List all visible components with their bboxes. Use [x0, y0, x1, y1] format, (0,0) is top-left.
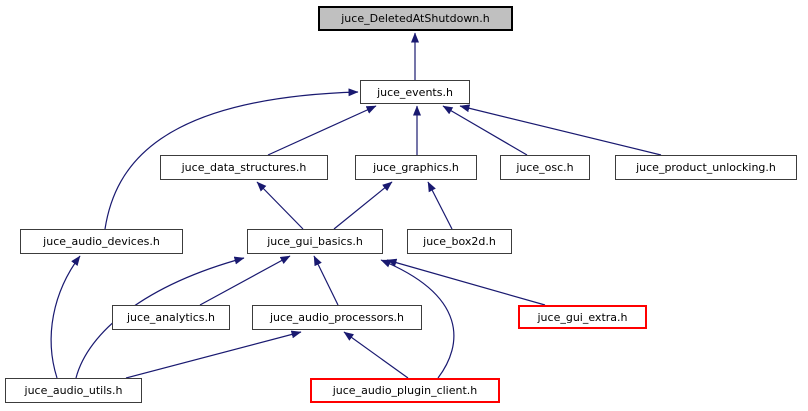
node-label: juce_events.h [377, 85, 453, 99]
node-box2d[interactable]: juce_box2d.h [407, 229, 512, 254]
node-label: juce_audio_processors.h [269, 311, 405, 324]
node-audio-plugin-client[interactable]: juce_audio_plugin_client.h [310, 378, 500, 403]
edge-audio-utils-to-audio-processors [125, 330, 302, 379]
node-events[interactable]: juce_events.h [360, 80, 470, 104]
edge-analytics-to-gui-basics [199, 255, 291, 306]
node-label: juce_analytics.h [127, 311, 215, 324]
node-label: juce_osc.h [516, 161, 574, 174]
node-analytics[interactable]: juce_analytics.h [112, 305, 230, 330]
edge-audio-plugin-client-to-audio-processors [343, 331, 409, 379]
node-label: juce_gui_basics.h [267, 235, 363, 248]
node-graphics[interactable]: juce_graphics.h [355, 155, 477, 180]
edge-audio-devices-to-events [104, 88, 359, 230]
node-audio-processors[interactable]: juce_audio_processors.h [252, 305, 422, 330]
node-audio-devices[interactable]: juce_audio_devices.h [20, 229, 183, 254]
edge-product-unlocking-to-events [459, 104, 662, 156]
edge-audio-plugin-client-to-gui-basics [380, 259, 455, 379]
node-gui-basics[interactable]: juce_gui_basics.h [247, 229, 383, 254]
node-label: juce_audio_plugin_client.h [332, 384, 478, 397]
edge-osc-to-events [442, 105, 528, 156]
edge-gui-basics-to-data-structures [256, 181, 304, 230]
node-data-structures[interactable]: juce_data_structures.h [160, 155, 328, 180]
node-label: juce_graphics.h [373, 161, 459, 174]
node-label: juce_product_unlocking.h [636, 161, 776, 174]
node-label: juce_data_structures.h [181, 161, 307, 174]
node-gui-extra[interactable]: juce_gui_extra.h [518, 305, 647, 329]
node-deletedatshutdown: juce_DeletedAtShutdown.h [318, 6, 513, 31]
node-label: juce_audio_devices.h [43, 235, 160, 248]
node-label: juce_audio_utils.h [24, 384, 123, 397]
node-product-unlocking[interactable]: juce_product_unlocking.h [615, 155, 797, 180]
edge-data-structures-to-events [267, 105, 377, 156]
edge-audio-processors-to-gui-basics [313, 255, 339, 306]
edge-box2d-to-graphics [427, 181, 453, 230]
edge-gui-basics-to-graphics [333, 181, 393, 230]
node-label: juce_DeletedAtShutdown.h [341, 12, 490, 25]
node-label: juce_box2d.h [423, 235, 496, 248]
edge-gui-extra-to-gui-basics [386, 258, 546, 306]
edge-audio-utils-to-audio-devices [50, 255, 81, 379]
node-osc[interactable]: juce_osc.h [500, 155, 590, 180]
node-audio-utils[interactable]: juce_audio_utils.h [5, 378, 142, 403]
node-label: juce_gui_extra.h [537, 310, 628, 324]
